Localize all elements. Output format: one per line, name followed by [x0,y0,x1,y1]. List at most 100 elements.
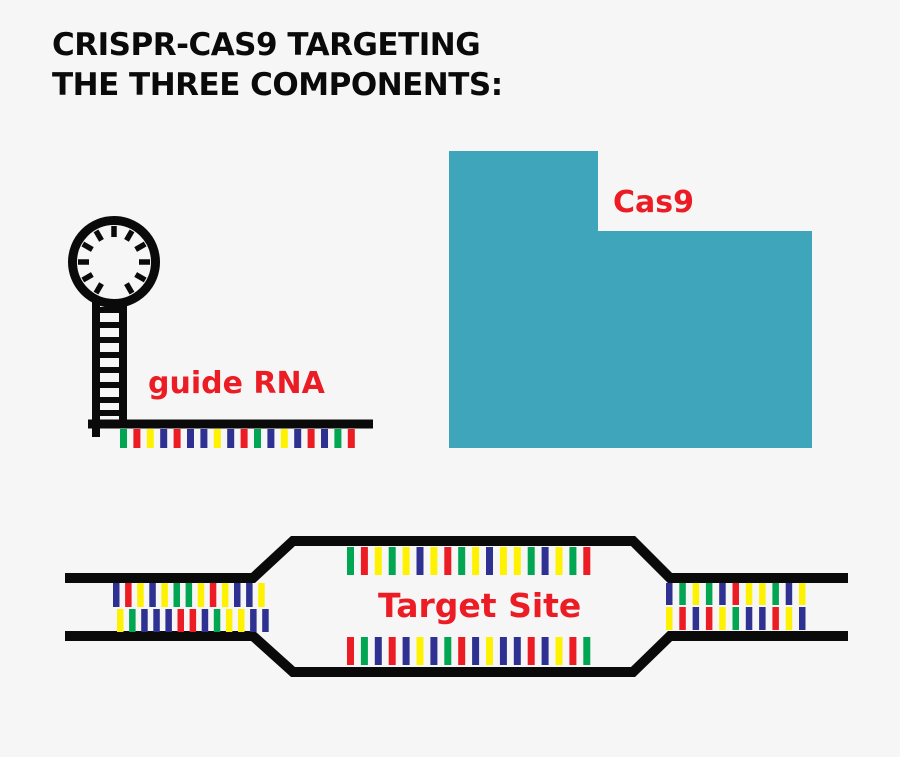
base-tick-yellow [555,547,563,575]
base-tick-yellow [117,609,124,632]
base-tick-blue [250,609,257,632]
base-tick-blue [267,429,275,448]
base-tick-blue [541,547,549,575]
base-tick-red [527,637,535,665]
base-tick-green [185,583,193,607]
dna-right-top-bases [666,583,806,605]
base-tick-red [360,547,368,575]
target-site-label: Target Site [378,586,582,625]
base-tick-yellow [513,547,521,575]
rna-hairpin-loop-icon [68,216,160,308]
dna-right-bottom-bases [666,607,806,630]
base-tick-red [347,429,355,448]
base-tick-yellow [692,583,700,605]
title-line-1: CRISPR-CAS9 TARGETING [52,27,481,63]
dna-left-bottom-bases [117,609,269,632]
base-tick-yellow [238,609,245,632]
rna-stem-ladder [92,297,127,437]
base-tick-blue [227,429,235,448]
base-tick-green [388,547,396,575]
base-tick-yellow [666,607,673,630]
base-tick-green [679,583,686,605]
base-tick-blue [402,637,410,665]
base-tick-red [240,429,248,448]
base-tick-red [732,583,739,605]
base-tick-green [360,637,368,665]
base-tick-green [254,429,261,448]
cas9-label: Cas9 [613,185,694,220]
base-tick-green [334,429,342,448]
diagram-title: CRISPR-CAS9 TARGETING THE THREE COMPONEN… [52,26,503,105]
base-tick-blue [200,429,208,448]
base-tick-blue [374,637,382,665]
base-tick-yellow [719,607,726,630]
base-tick-blue [759,607,766,630]
base-tick-green [732,607,739,630]
base-tick-red [125,583,132,607]
base-tick-green [583,637,591,665]
base-tick-blue [541,637,549,665]
base-tick-green [705,583,713,605]
base-tick-red [347,637,354,665]
base-tick-blue [165,609,172,632]
base-tick-green [458,547,466,575]
base-tick-red [133,429,141,448]
cas9-protein-shape [449,151,812,448]
base-tick-blue [201,609,209,632]
loop-inner-ticks [78,226,150,295]
base-tick-red [583,547,591,575]
guide-rna-label: guide RNA [148,366,325,401]
base-tick-green [444,637,452,665]
base-tick-green [120,429,127,448]
base-tick-blue [513,637,521,665]
base-tick-green [347,547,354,575]
base-tick-blue [666,583,673,605]
base-tick-yellow [799,583,806,605]
guide-rna-illustration [68,216,373,448]
loop-ring [68,216,160,308]
base-tick-blue [187,429,194,448]
base-tick-blue [321,429,328,448]
base-tick-red [458,637,466,665]
base-tick-blue [486,547,493,575]
dna-bottom-strand [65,631,848,677]
base-tick-green [129,609,136,632]
base-tick-red [569,637,577,665]
base-tick-red [173,429,181,448]
stem-rungs [92,307,127,416]
base-tick-blue [430,637,438,665]
base-tick-red [177,609,184,632]
base-tick-yellow [416,637,424,665]
dna-double-helix [65,536,848,677]
base-tick-yellow [555,637,563,665]
base-tick-yellow [161,583,168,607]
base-tick-yellow [137,583,144,607]
target-site-top-bases [347,547,591,575]
base-tick-green [772,583,779,605]
base-tick-yellow [745,583,753,605]
base-tick-yellow [221,583,229,607]
base-tick-yellow [146,429,154,448]
base-tick-blue [149,583,156,607]
base-tick-red [307,429,315,448]
base-tick-red [209,583,217,607]
base-tick-green [173,583,180,607]
base-tick-blue [160,429,168,448]
base-tick-yellow [499,547,507,575]
target-site-bottom-bases [347,637,591,665]
base-tick-yellow [213,429,221,448]
rna-base-ticks [120,429,355,448]
base-tick-blue [246,583,253,607]
base-tick-yellow [785,607,793,630]
base-tick-red [705,607,713,630]
base-tick-blue [799,607,806,630]
base-tick-blue [294,429,302,448]
base-tick-red [388,637,396,665]
base-tick-yellow [759,583,766,605]
base-tick-red [444,547,452,575]
base-tick-blue [153,609,160,632]
base-tick-green [527,547,535,575]
base-tick-blue [234,583,241,607]
base-tick-blue [113,583,120,607]
